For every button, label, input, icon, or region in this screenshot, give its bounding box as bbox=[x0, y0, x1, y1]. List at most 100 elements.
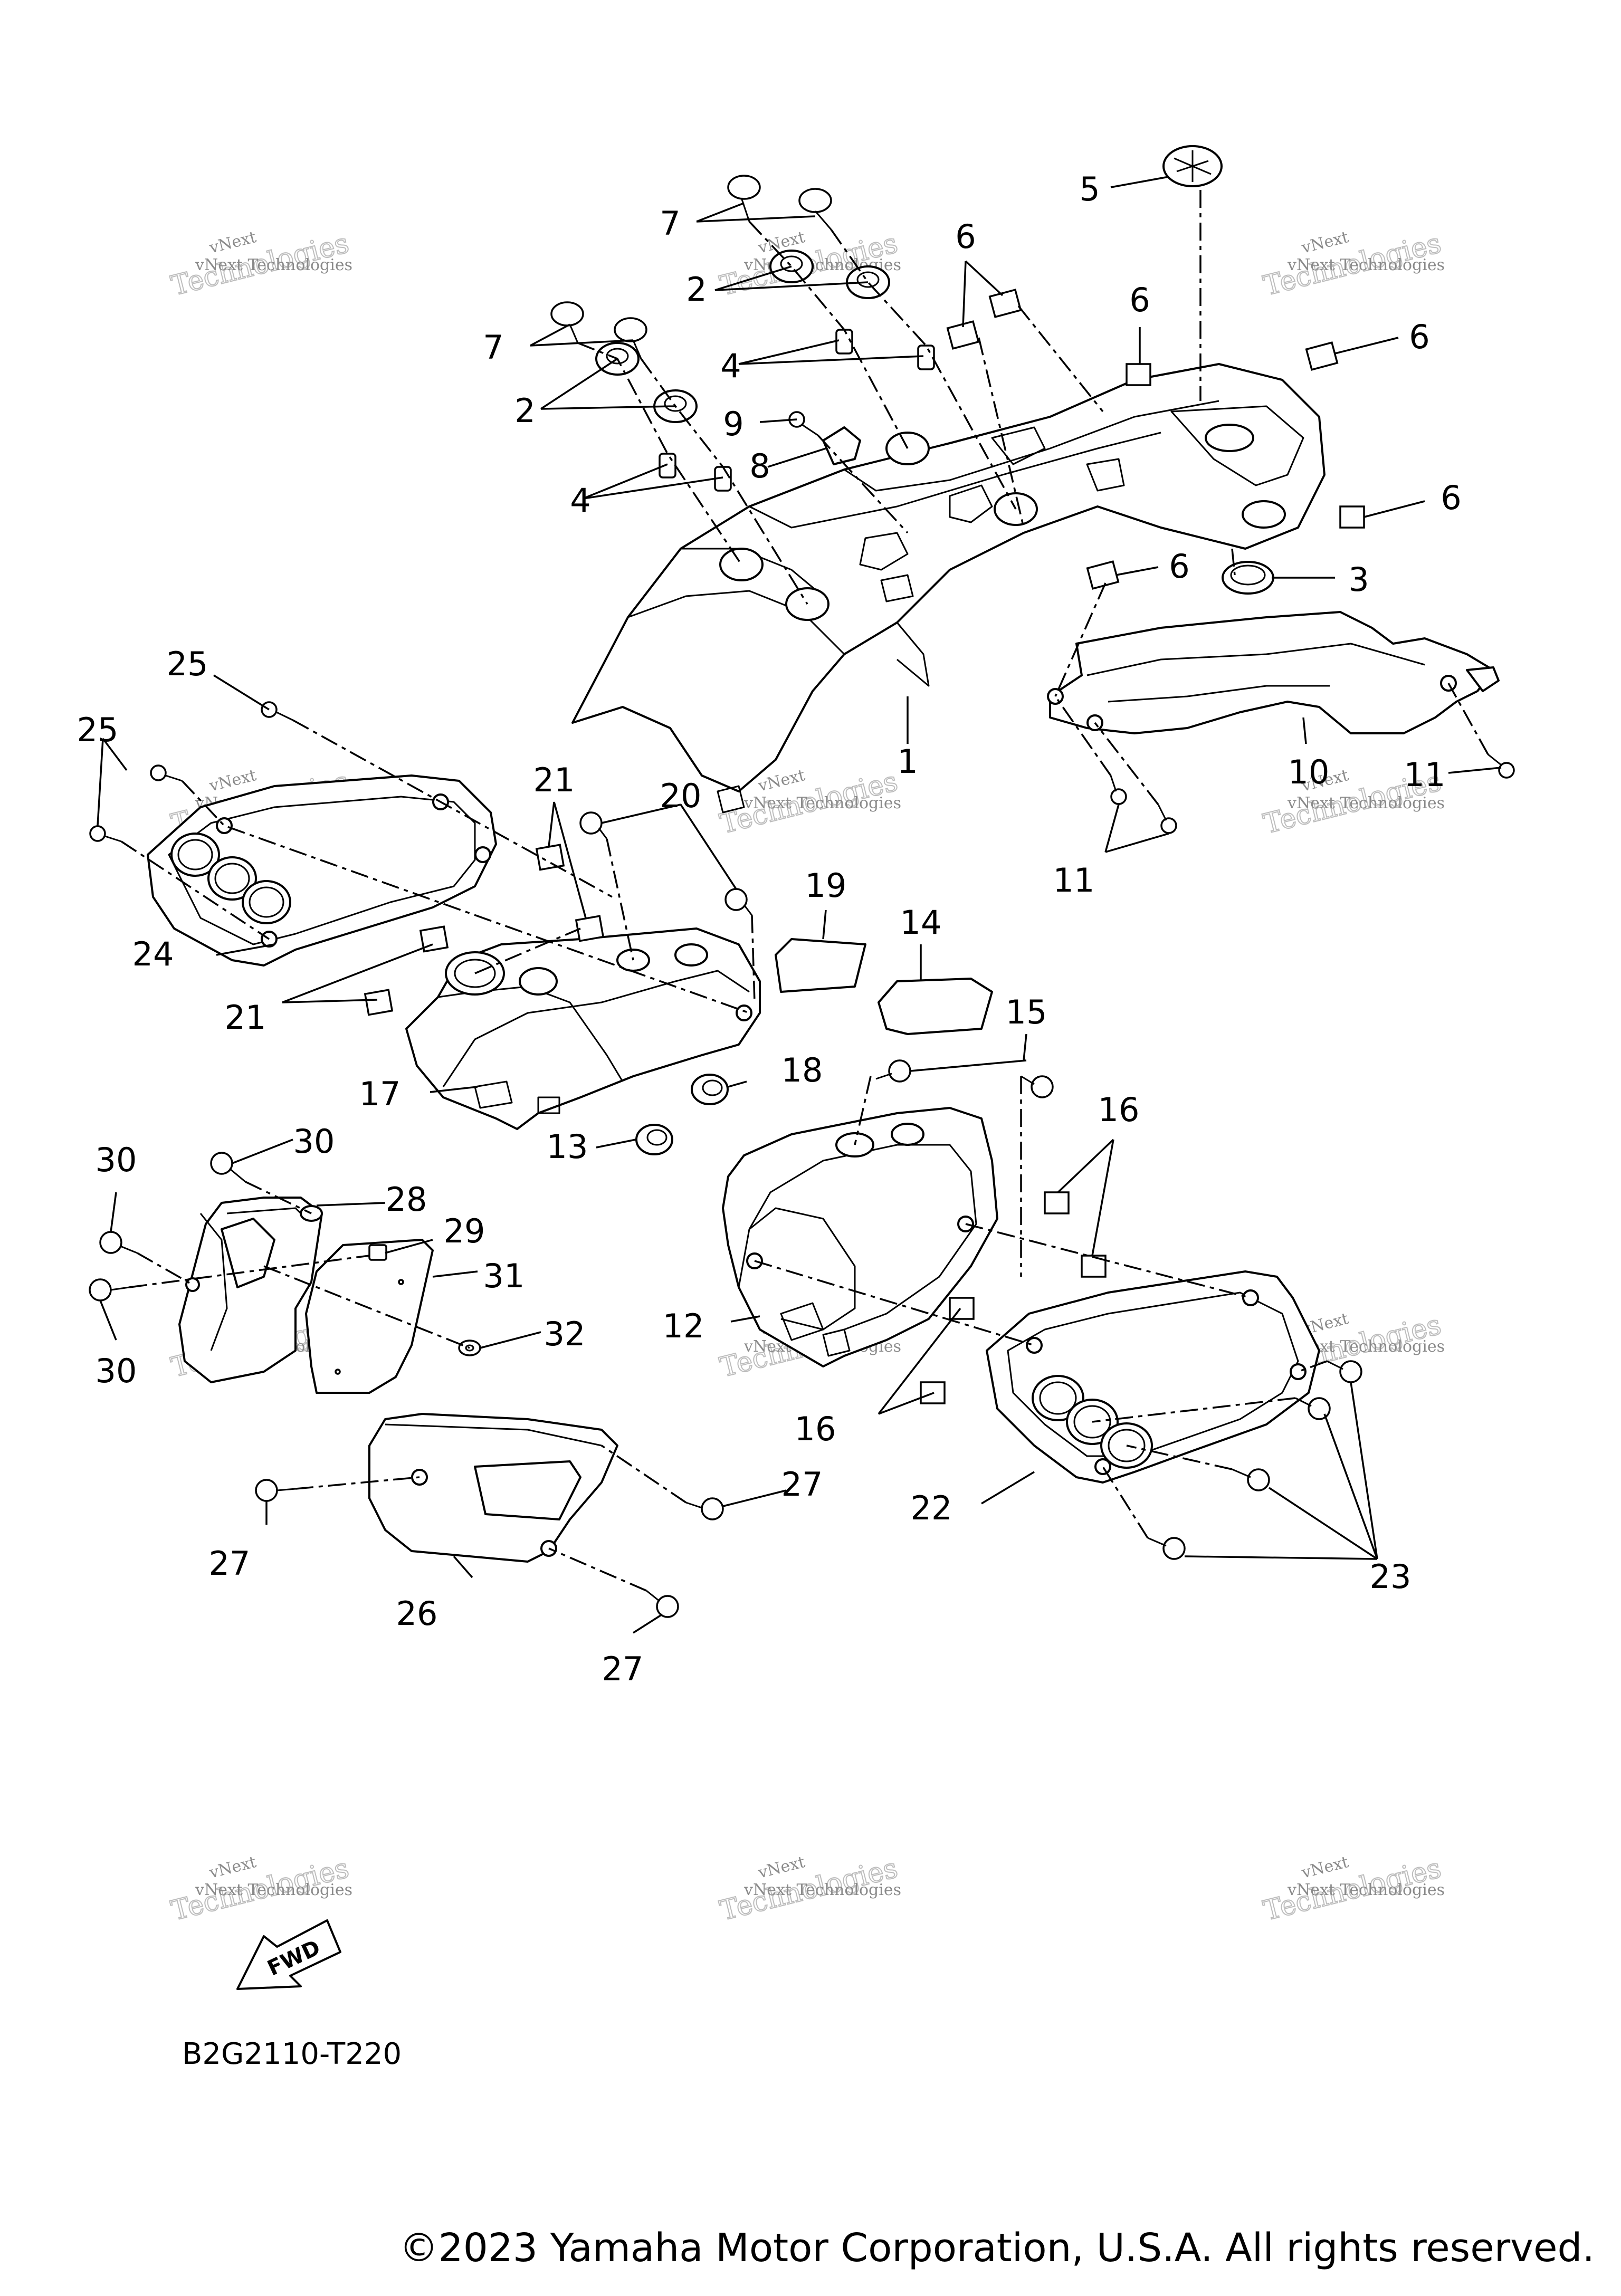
callout-4: 4 bbox=[570, 481, 590, 520]
callout-29: 29 bbox=[444, 1212, 485, 1250]
part-31-plate bbox=[305, 1239, 434, 1394]
callout-19: 19 bbox=[805, 866, 847, 905]
bolt-27 bbox=[255, 1479, 296, 1502]
callout-30: 30 bbox=[96, 1352, 137, 1390]
svg-text:vNext Technologies: vNext Technologies bbox=[195, 256, 352, 274]
pad-19 bbox=[775, 938, 866, 993]
diagram-code: B2G2110-T220 bbox=[182, 2037, 402, 2071]
fwd-arrow-icon: FWD bbox=[236, 1919, 341, 1990]
watermark: Technologies vNext vNext Technologies bbox=[1260, 227, 1445, 302]
bolt-27 bbox=[685, 1497, 724, 1520]
part-22-side-cover bbox=[986, 1270, 1320, 1484]
callout-13: 13 bbox=[547, 1127, 588, 1166]
callout-16: 16 bbox=[795, 1410, 836, 1448]
clip-6 bbox=[1339, 505, 1365, 529]
part-rear-fender bbox=[571, 363, 1326, 814]
bolt-15 bbox=[875, 1059, 911, 1083]
bolt-7 bbox=[550, 301, 584, 343]
bolt-23 bbox=[1327, 1360, 1362, 1383]
callouts: 1 2 2 3 4 4 5 6 6 6 6 6 7 7 8 9 10 11 11… bbox=[77, 170, 1462, 1688]
callout-30: 30 bbox=[96, 1141, 137, 1179]
callout-16: 16 bbox=[1098, 1090, 1140, 1129]
callout-30: 30 bbox=[293, 1122, 335, 1161]
part-10-bracket bbox=[1047, 611, 1500, 734]
bolt-23 bbox=[1232, 1468, 1270, 1491]
grommet-3 bbox=[1222, 561, 1274, 595]
callout-9: 9 bbox=[723, 405, 743, 443]
callout-3: 3 bbox=[1348, 560, 1369, 599]
callout-23: 23 bbox=[1370, 1557, 1412, 1596]
screw-25 bbox=[261, 701, 293, 721]
callout-15: 15 bbox=[1006, 993, 1047, 1031]
clip-6 bbox=[946, 320, 980, 350]
callout-6: 6 bbox=[955, 217, 976, 256]
nut-29 bbox=[368, 1244, 387, 1261]
part-12-side-panel bbox=[722, 1107, 998, 1367]
svg-text:vNext Technologies: vNext Technologies bbox=[743, 794, 901, 812]
bolt-27 bbox=[646, 1590, 679, 1618]
leader-lines bbox=[97, 176, 1502, 1634]
clip-6 bbox=[1086, 560, 1120, 590]
watermark: Technologies vNext vNext Technologies bbox=[168, 1852, 352, 1927]
callout-32: 32 bbox=[544, 1315, 586, 1353]
callout-27: 27 bbox=[209, 1544, 251, 1583]
screw-9 bbox=[788, 411, 818, 436]
watermark: Technologies vNext vNext Technologies bbox=[168, 227, 352, 302]
screw-25 bbox=[89, 825, 122, 843]
clip-21 bbox=[419, 925, 449, 953]
bolt-7 bbox=[798, 188, 832, 230]
screw-11 bbox=[1157, 804, 1177, 834]
svg-text:vNext Technologies: vNext Technologies bbox=[743, 1881, 901, 1899]
callout-26: 26 bbox=[396, 1594, 438, 1633]
svg-text:vNext Technologies: vNext Technologies bbox=[1287, 794, 1445, 812]
bolt-7 bbox=[727, 175, 761, 222]
clip-21 bbox=[364, 989, 394, 1016]
callout-6: 6 bbox=[1129, 281, 1150, 319]
svg-text:vNext Technologies: vNext Technologies bbox=[195, 1881, 352, 1899]
screw-11 bbox=[1487, 753, 1515, 779]
bolt-30 bbox=[89, 1278, 130, 1302]
callout-24: 24 bbox=[132, 935, 174, 973]
svg-text:vNext Technologies: vNext Technologies bbox=[1287, 1881, 1445, 1899]
part-24-side-cover bbox=[147, 774, 497, 967]
callout-5: 5 bbox=[1079, 170, 1100, 208]
callout-27: 27 bbox=[781, 1465, 823, 1504]
clip-16 bbox=[949, 1297, 975, 1320]
fasteners bbox=[89, 145, 1515, 1618]
callout-7: 7 bbox=[483, 328, 503, 367]
callout-14: 14 bbox=[900, 903, 942, 942]
callout-20: 20 bbox=[660, 777, 702, 815]
bolt-30 bbox=[99, 1231, 138, 1254]
clip-6 bbox=[988, 289, 1022, 318]
callout-25: 25 bbox=[167, 645, 208, 683]
callout-2: 2 bbox=[686, 270, 707, 309]
bolt-30 bbox=[210, 1152, 246, 1183]
screw-11 bbox=[1110, 775, 1127, 805]
part-26-cover bbox=[368, 1413, 618, 1563]
bolt-20 bbox=[724, 888, 753, 916]
callout-11: 11 bbox=[1053, 861, 1095, 900]
clamp-8 bbox=[822, 426, 861, 465]
callout-2: 2 bbox=[514, 391, 535, 430]
callout-18: 18 bbox=[781, 1051, 823, 1089]
callout-4: 4 bbox=[720, 347, 741, 385]
assembly-lines bbox=[121, 190, 1489, 1592]
collar-4 bbox=[917, 345, 935, 370]
callout-8: 8 bbox=[749, 447, 770, 485]
callout-21: 21 bbox=[225, 998, 266, 1037]
callout-6: 6 bbox=[1169, 547, 1189, 586]
callout-6: 6 bbox=[1441, 479, 1461, 517]
callout-17: 17 bbox=[359, 1075, 401, 1113]
callout-11: 11 bbox=[1404, 755, 1446, 794]
part-17-side-panel bbox=[405, 927, 761, 1130]
bolt-15 bbox=[1021, 1075, 1054, 1098]
clip-16 bbox=[920, 1381, 946, 1404]
svg-text:vNext Technologies: vNext Technologies bbox=[1287, 256, 1445, 274]
watermark: Technologies vNext vNext Technologies bbox=[1260, 1852, 1445, 1927]
copyright-notice: ©2023 Yamaha Motor Corporation, U.S.A. A… bbox=[399, 2225, 1595, 2271]
callout-27: 27 bbox=[602, 1650, 644, 1688]
clip-16 bbox=[1044, 1191, 1070, 1214]
callout-10: 10 bbox=[1288, 753, 1330, 791]
clip-6 bbox=[1126, 363, 1151, 386]
callout-21: 21 bbox=[533, 761, 575, 799]
